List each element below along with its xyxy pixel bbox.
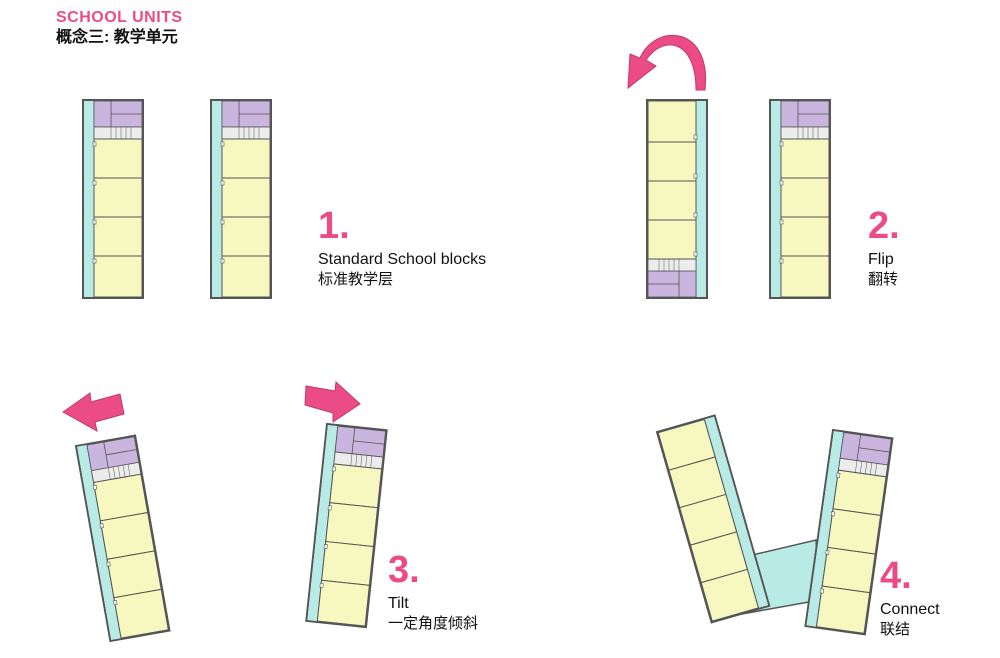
step-label-chinese: 一定角度倾斜 [388,615,479,632]
step-number: 3. [388,549,420,591]
step-number: 1. [318,205,350,247]
reference-block [769,99,831,299]
title-chinese: 概念三: 教学单元 [56,29,178,46]
step-label-english: Standard School blocks [318,251,487,268]
step-flip: 2. Flip 翻转 [868,206,900,290]
step-label-chinese: 标准教学层 [318,271,394,288]
step-label-english: Flip [868,251,894,268]
step-label-english: Tilt [388,595,409,612]
arrow-right-icon [304,380,361,423]
tilted-block-right [305,423,388,629]
step-number: 4. [880,555,912,597]
step-number: 2. [868,205,900,247]
step-tilt: 3. Tilt 一定角度倾斜 [388,550,478,634]
flipped-block [646,99,708,299]
step-label-chinese: 翻转 [868,271,899,288]
header: SCHOOL UNITS 概念三: 教学单元 [56,8,183,48]
connected-wing-left [655,414,771,624]
flip-arrow-icon [627,34,707,91]
standard-block-left [82,99,144,299]
step-standard-blocks: 1. Standard School blocks 标准教学层 [318,206,486,290]
tilted-block-left [75,434,171,642]
title-english: SCHOOL UNITS [56,9,183,26]
step-label-chinese: 联结 [880,621,911,638]
step-connect: 4. Connect 联结 [880,556,940,640]
arrow-left-icon [62,392,125,432]
standard-block-right [210,99,272,299]
step-label-english: Connect [880,601,940,618]
